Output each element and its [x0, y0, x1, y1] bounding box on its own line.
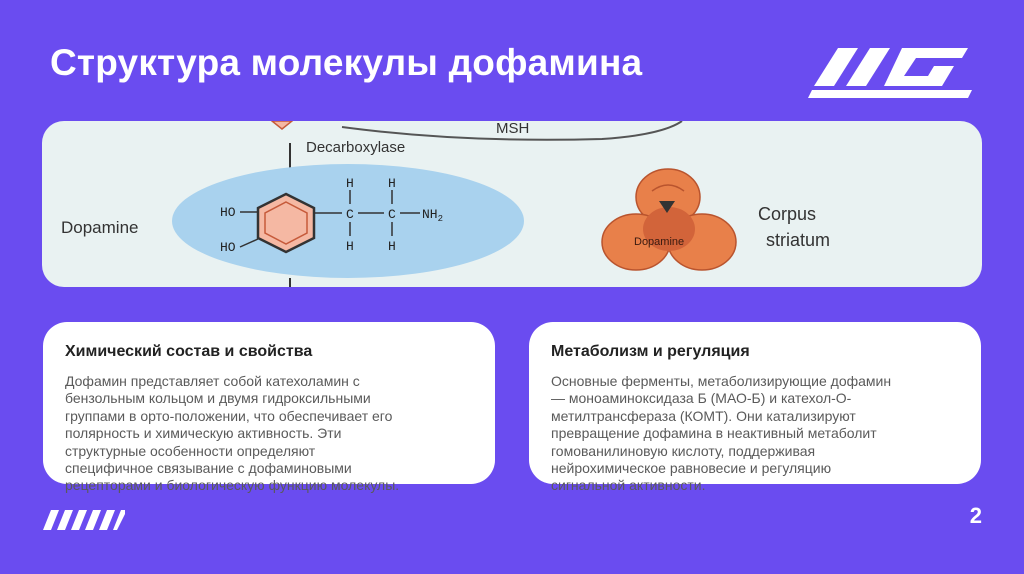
card-line: Дофамин представляет собой катехоламин с	[65, 373, 360, 389]
card-line: метилтрансфераза (КОМТ). Они катализирую…	[551, 407, 856, 424]
organ-dopamine-label: Dopamine	[634, 236, 684, 248]
corpus-striatum-icon	[601, 168, 737, 271]
msh-label: MSH	[496, 121, 529, 137]
h-bottom-1-label: H	[346, 239, 354, 254]
stripes-icon	[43, 510, 125, 530]
dopamine-label: Dopamine	[61, 218, 139, 237]
card-line: группами в орто-положении, что обеспечив…	[65, 407, 393, 424]
striatum-label: striatum	[766, 230, 830, 250]
h-bottom-2-label: H	[388, 239, 396, 254]
carbon-2-label: C	[388, 207, 396, 222]
msh-curve	[341, 121, 683, 141]
metabolism-card: Метаболизм и регуляция Основные ферменты…	[529, 322, 981, 493]
slide-title: Структура молекулы дофамина	[50, 42, 643, 83]
decarboxylase-label: Decarboxylase	[306, 139, 405, 156]
ho-top-label: HO	[220, 205, 236, 220]
nh2-label: NH2	[422, 207, 443, 224]
logo-icon	[808, 48, 972, 98]
page-number: 2	[969, 503, 982, 528]
card-line: гомованилиновую кислоту, поддерживая	[551, 442, 816, 459]
ho-bottom-bond	[239, 238, 259, 248]
card-line: Основные ферменты, метаболизирующие дофа…	[551, 373, 892, 389]
metabolism-card-body: Основные ферменты, метаболизирующие дофа…	[551, 373, 969, 495]
card-line: структурные особенности определяют	[65, 442, 316, 459]
card-line: — моноаминоксидаза Б (МАО-Б) и катехол-О…	[551, 390, 852, 407]
card-line: нейрохимическое равновесие и регуляцию	[551, 460, 832, 477]
chemistry-card: Химический состав и свойства Дофамин пре…	[43, 322, 495, 493]
corpus-label: Corpus	[758, 204, 816, 224]
metabolism-card-title: Метаболизм и регуляция	[551, 343, 750, 360]
top-ring-fragment	[270, 121, 294, 130]
card-line: рецепторами и биологическую функцию моле…	[65, 477, 400, 494]
benzene-inner-ring	[264, 201, 308, 245]
h-top-1-label: H	[346, 176, 354, 191]
dopamine-figure: MSH Decarboxylase Dopamine HO HO C C NH2…	[42, 121, 982, 287]
molecule-ellipse	[172, 164, 524, 278]
carbon-1-label: C	[346, 207, 354, 222]
card-line: превращение дофамина в неактивный метабо…	[551, 425, 877, 442]
card-line: специфичное связывание с дофаминовыми	[65, 460, 352, 477]
card-line: полярность и химическую активность. Эти	[65, 425, 342, 442]
card-line: бензольным кольцом и двумя гидроксильным…	[65, 390, 371, 407]
ho-bottom-label: HO	[220, 240, 236, 255]
h-top-2-label: H	[388, 176, 396, 191]
card-line: сигнальной активности.	[551, 477, 706, 494]
chemistry-card-body: Дофамин представляет собой катехоламин с…	[65, 373, 475, 495]
chemistry-card-title: Химический состав и свойства	[65, 343, 313, 360]
